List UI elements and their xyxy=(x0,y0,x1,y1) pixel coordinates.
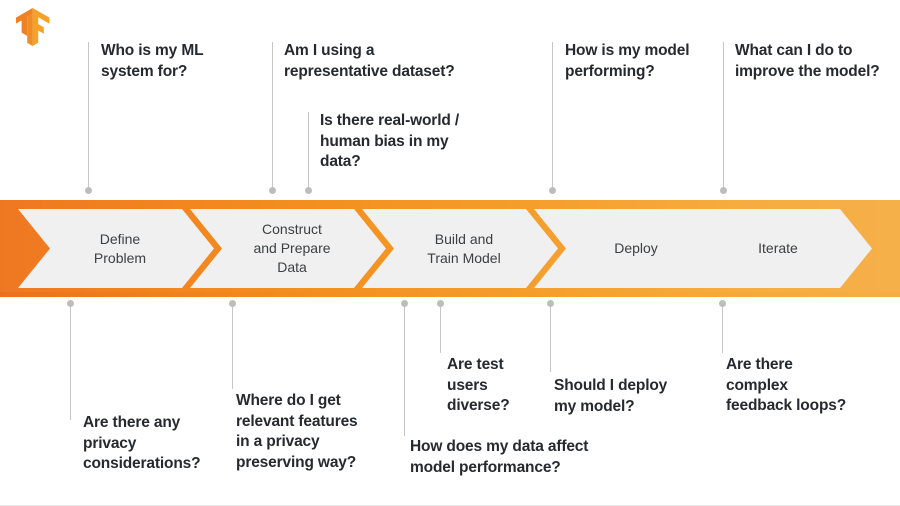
question-should-i-deploy-my-model: Should I deploy my model? xyxy=(554,377,668,415)
connector-line-are-test-users-diverse xyxy=(437,300,444,353)
connector-line-how-is-my-model-performing xyxy=(549,42,556,194)
connector-line-what-can-i-do-to-improve xyxy=(720,42,727,194)
connector-line-real-world-human-bias xyxy=(305,112,312,194)
connector-dot xyxy=(437,300,444,307)
step-label: Iterate xyxy=(758,240,798,257)
connector-line-relevant-features-privacy xyxy=(229,300,236,389)
lifecycle-band-underline xyxy=(0,292,900,297)
question-who-is-my-ml-system-for: Who is my ML system for? xyxy=(101,42,204,80)
question-real-world-human-bias: Is there real-world / human bias in my d… xyxy=(320,112,459,171)
step-construct-prepare-data[interactable]: Construct and Prepare Data xyxy=(190,209,386,288)
question-am-i-using-representative-dataset: Am I using a representative dataset? xyxy=(284,42,455,80)
question-complex-feedback-loops: Are there complex feedback loops? xyxy=(726,356,847,415)
connector-dot xyxy=(85,187,92,194)
connector-dot xyxy=(67,300,74,307)
step-iterate[interactable]: Iterate xyxy=(676,209,872,288)
step-build-train-model[interactable]: Build and Train Model xyxy=(362,209,558,288)
connector-dot xyxy=(269,187,276,194)
connector-line-should-i-deploy-my-model xyxy=(547,300,554,372)
connector-line-privacy-considerations xyxy=(67,300,74,420)
step-label: Define Problem xyxy=(93,230,147,266)
step-label: Build and Train Model xyxy=(427,230,501,266)
connector-line-am-i-using-representative-dataset xyxy=(269,42,276,194)
connector-line-complex-feedback-loops xyxy=(719,300,726,353)
question-what-can-i-do-to-improve: What can I do to improve the model? xyxy=(735,42,880,80)
connector-dot xyxy=(305,187,312,194)
connector-dot xyxy=(229,300,236,307)
connector-dot xyxy=(720,187,727,194)
step-label: Deploy xyxy=(614,240,658,257)
connector-dot xyxy=(719,300,726,307)
question-data-affect-model-performance: How does my data affect model performanc… xyxy=(410,438,589,476)
step-define-problem[interactable]: Define Problem xyxy=(18,209,214,288)
question-how-is-my-model-performing: How is my model performing? xyxy=(565,42,690,80)
tensorflow-logo xyxy=(16,8,50,46)
question-relevant-features-privacy: Where do I get relevant features in a pr… xyxy=(236,392,358,471)
connector-dot xyxy=(547,300,554,307)
connector-line-who-is-my-ml-system-for xyxy=(85,42,92,194)
step-label: Construct and Prepare Data xyxy=(253,221,331,275)
connector-line-data-affect-model-performance xyxy=(401,300,408,436)
question-privacy-considerations: Are there any privacy considerations? xyxy=(83,414,201,473)
connector-dot xyxy=(549,187,556,194)
connector-dot xyxy=(401,300,408,307)
question-are-test-users-diverse: Are test users diverse? xyxy=(447,356,510,415)
